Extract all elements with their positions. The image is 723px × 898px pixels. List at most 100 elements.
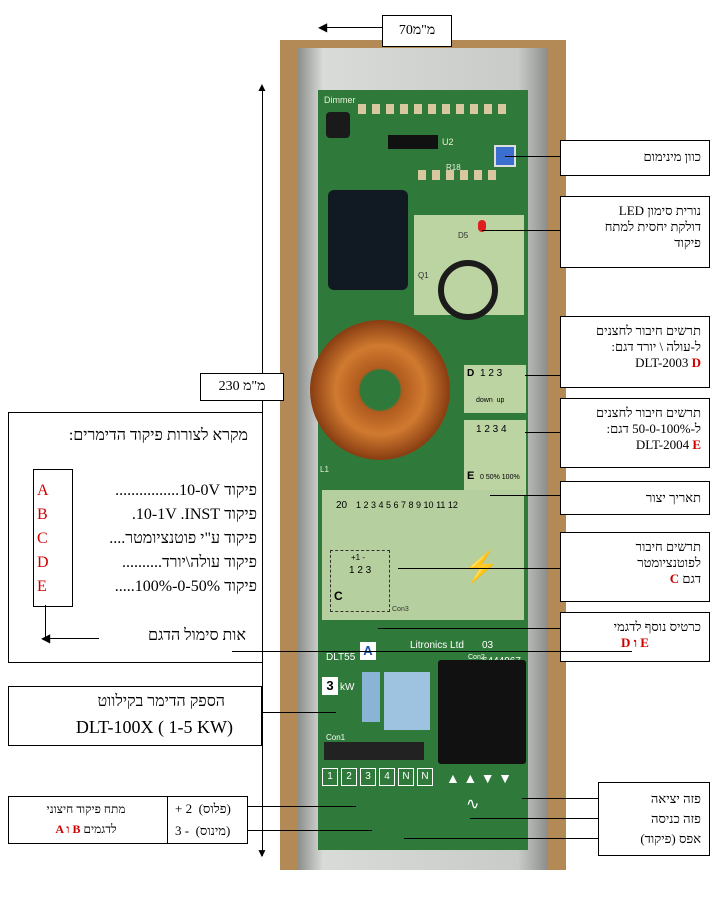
leader-in-phase [470, 818, 598, 819]
dimmer-board-photo: Dimmer U2 R18 D5 Q1 L1 D 1 2 3 down up 1… [280, 40, 566, 870]
callout-d-line3: DLT-2003 [635, 355, 689, 370]
callout-d-letter: D [691, 355, 701, 370]
neutral-label: אפס (פיקוד) [640, 831, 701, 846]
legend-list: A פיקוד 10-0V................ B פיקוד 10-1… [37, 479, 257, 599]
legend-letter: C [37, 530, 48, 547]
callout-d-line2: ל-עולה \ יורד דגם: [611, 339, 701, 354]
legend-symbol-label: אות סימול הדגם [148, 627, 246, 644]
leader-model-letter [232, 651, 632, 652]
legend-text: פיקוד 10-0V................ [115, 482, 257, 499]
r18-label: R18 [446, 163, 461, 172]
callout-e-letter: E [692, 437, 701, 452]
callout-c-line1: תרשים חיבור [635, 539, 701, 554]
legend-letter-frame [33, 469, 73, 607]
legend-item: A פיקוד 10-0V................ [37, 479, 257, 503]
ext-line1: מתח פיקוד חיצוני [46, 802, 126, 816]
e-diagram-letter: E [467, 470, 475, 482]
u2-label: U2 [442, 137, 454, 147]
terminal-label: 1 [322, 768, 338, 786]
callout-e-line3: DLT-2004 [635, 437, 690, 452]
leader-led [482, 230, 560, 231]
power-terminal-block [438, 660, 526, 764]
d-diagram-nums: 1 2 3 [480, 368, 503, 379]
legend-symbol-line [49, 638, 99, 639]
width-label: 70מ"מ [382, 15, 452, 47]
legend-letter: D [37, 554, 49, 571]
legend-symbol-leader [45, 605, 46, 639]
resistor-row-2 [418, 170, 498, 180]
con2-label: Con2 [468, 654, 485, 661]
callout-led: נורית סימון LED דולקת יחסית למתח פיקוד [560, 196, 710, 268]
brand-label: Litronics Ltd [410, 640, 464, 651]
wire-loop [438, 260, 498, 320]
callout-c-line3: דגם [682, 571, 701, 586]
arrow-up-icon: ▲ [256, 80, 268, 94]
legend-letter: A [37, 482, 49, 499]
legend-item: B פיקוד 10-1V .INST. [37, 503, 257, 527]
legend-letter: B [37, 506, 48, 523]
arrow-left-icon: ◀ [318, 20, 328, 34]
date-20: 20 [336, 500, 348, 511]
callout-d-line1: תרשים חיבור לחצנים [596, 323, 701, 338]
external-control-divider [167, 797, 168, 843]
callout-d: תרשים חיבור לחצנים ל-עולה \ יורד דגם: DL… [560, 316, 710, 388]
leader-min [505, 156, 560, 157]
legend-letter: E [37, 578, 47, 595]
date-area: 20 1 2 3 4 5 6 7 8 9 10 11 12 +1 - 1 2 3… [322, 490, 524, 620]
c-diagram-nums: 1 2 3 [349, 565, 372, 576]
leader-minus [248, 830, 372, 831]
height-label: 230 מ"מ [200, 373, 284, 401]
legend-arrow-icon: ◀ [41, 631, 51, 645]
callout-e-line1: תרשים חיבור לחצנים [596, 405, 701, 420]
plus-label: + 2 (פלוס) [175, 801, 231, 816]
callout-extra-card: כרטיס נוסף לדגמי E ו D [560, 612, 710, 662]
leader-extra [378, 628, 560, 629]
callout-e: תרשים חיבור לחצנים ל-50-0-100% דגם: DLT-… [560, 398, 710, 468]
d-diagram-sub: down up [476, 397, 505, 404]
power-line2: DLT-100X ( 1-5 KW) [75, 717, 233, 737]
callout-led-line3: פיקוד [674, 235, 701, 250]
ext-line2-pre: לדגמים [83, 822, 117, 836]
control-terminal-block [324, 742, 424, 760]
callout-min-adjust: כוון מינימום [560, 140, 710, 176]
circuit-board: Dimmer U2 R18 D5 Q1 L1 D 1 2 3 down up 1… [310, 90, 528, 850]
model-label: DLT55 [326, 652, 356, 663]
terminal-label: 3 [360, 768, 376, 786]
power-box: הספק הדימר בקילווט DLT-100X ( 1-5 KW) [8, 686, 262, 746]
arrow-down-icon: ▼ [256, 846, 268, 860]
legend-text: פיקוד 0-50%-100%..... [114, 578, 257, 595]
legend-text: פיקוד עולה\יורד.......... [121, 554, 257, 571]
dimmer-silk-label: Dimmer [324, 95, 356, 105]
terminal-label: 2 [341, 768, 357, 786]
date-numbers: 1 2 3 4 5 6 7 8 9 10 11 12 [356, 500, 458, 510]
terminal-label: 4 [379, 768, 395, 786]
con1-label: Con1 [326, 733, 346, 742]
ic-chip [388, 135, 438, 149]
terminal-labels: 1 2 3 4 N N [322, 768, 433, 786]
callout-led-line1: נורית סימון LED [618, 203, 701, 218]
minus-label: 3 - (מינוס) [175, 823, 231, 838]
callout-c-line2: לפוטנציומטר [637, 555, 701, 570]
c-diagram: +1 - 1 2 3 C [330, 550, 390, 612]
leader-e [525, 432, 560, 433]
relay-1 [362, 672, 380, 722]
leader-date [490, 495, 560, 496]
callout-c: תרשים חיבור לפוטנציומטר דגם C [560, 532, 710, 602]
callout-extra-line1: כרטיס נוסף לדגמי [613, 619, 701, 634]
terminal-label: N [417, 768, 433, 786]
terminal-label: N [398, 768, 414, 786]
callout-c-letter: C [669, 571, 680, 586]
e-diagram: 1 2 3 4 E 0 50% 100% [464, 420, 526, 495]
legend-text: פיקוד 10-1V .INST. [131, 506, 257, 523]
leader-plus [248, 806, 356, 807]
capacitor [326, 112, 350, 138]
legend-item: D פיקוד עולה\יורד.......... [37, 551, 257, 575]
legend-item: E פיקוד 0-50%-100%..... [37, 575, 257, 599]
leader-neutral [404, 838, 598, 839]
leader-d [525, 375, 560, 376]
lightning-icon: ⚡ [462, 551, 500, 584]
callout-date: תאריך יצור [560, 481, 710, 515]
led [478, 220, 486, 232]
callout-led-line2: דולקת יחסית למתח [604, 219, 701, 234]
